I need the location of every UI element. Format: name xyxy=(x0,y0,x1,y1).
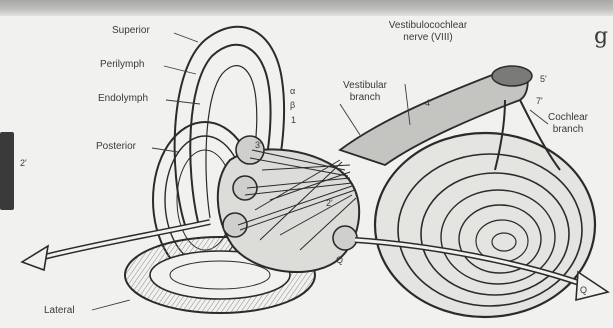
label-superior: Superior xyxy=(112,26,150,36)
marker-5: 5' xyxy=(540,74,547,84)
marker-alpha: α xyxy=(290,86,295,96)
marker-q-left: Q xyxy=(336,255,343,265)
label-cochlear-branch: Cochlear branch xyxy=(528,112,608,136)
marker-4: 4' xyxy=(425,98,432,108)
label-vestibulocochlear-nerve: Vestibulocochlear nerve (VIII) xyxy=(368,20,488,44)
marker-2: 2' xyxy=(326,198,333,208)
label-endolymph: Endolymph xyxy=(98,94,148,104)
label-posterior: Posterior xyxy=(96,142,136,152)
marker-2-left: 2' xyxy=(20,158,27,168)
label-lateral: Lateral xyxy=(44,306,75,316)
cochlea xyxy=(375,133,595,317)
label-vestibular-branch: Vestibular branch xyxy=(320,80,410,104)
vestibule xyxy=(218,136,359,272)
label-perilymph: Perilymph xyxy=(100,60,144,70)
marker-7: 7' xyxy=(536,96,543,106)
marker-1: 1 xyxy=(291,115,296,125)
marker-q-right: Q xyxy=(580,285,587,295)
marker-beta: β xyxy=(290,100,295,110)
marker-3: 3' xyxy=(255,140,262,150)
